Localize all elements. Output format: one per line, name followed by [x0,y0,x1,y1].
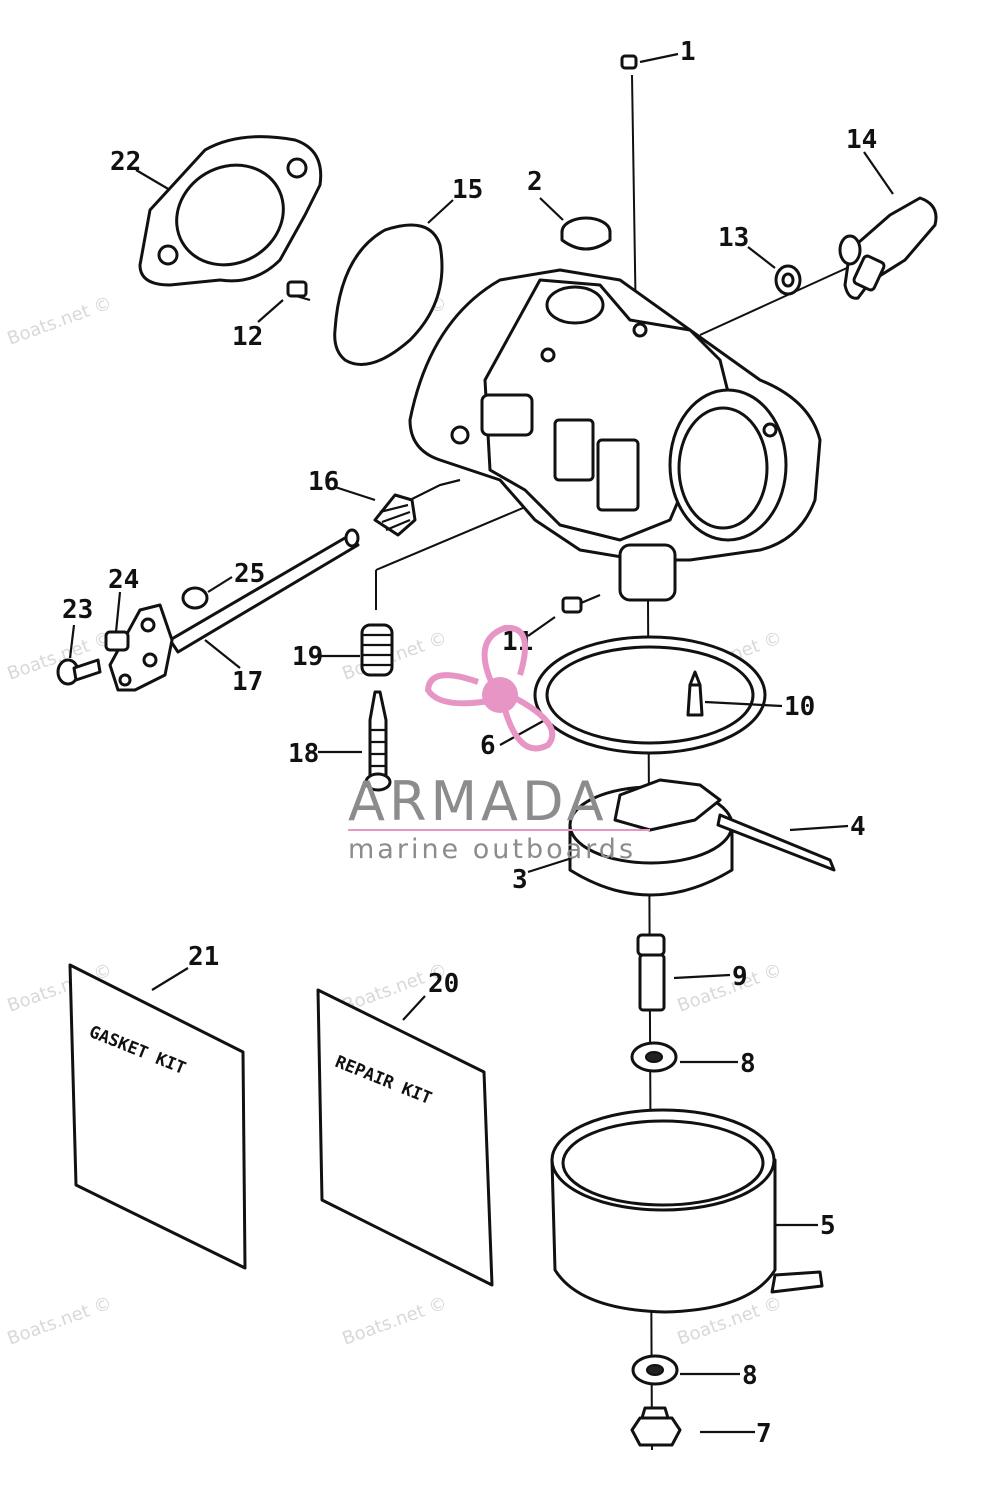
callout-15: 15 [452,175,483,205]
throttle-lever [108,603,174,692]
callout-8: 8 [740,1049,756,1079]
small-plug [620,54,638,70]
callout-6: 6 [480,731,496,761]
callout-13: 13 [718,223,749,253]
spacer-24 [104,630,130,652]
callout-14: 14 [846,125,877,155]
watermark: Boats.net © [340,1292,450,1349]
watermark: Boats.net © [5,292,115,349]
float-pin [716,813,836,872]
washer-8-lower [631,1354,679,1386]
repair-kit: REPAIR KIT [316,988,494,1287]
watermark: Boats.net © [5,1292,115,1349]
screw-12 [286,280,311,302]
callout-20: 20 [428,969,459,999]
callout-labels: 1 2 3 4 5 6 7 8 8 9 10 11 12 13 14 15 16… [62,37,877,1449]
callout-7: 7 [756,1419,772,1449]
needle-spring [360,623,394,677]
callout-1: 1 [680,37,696,67]
main-jet [636,933,666,1012]
callout-25: 25 [234,559,265,589]
brand-logo: ARMADA marine outboards [348,624,650,865]
float-bowl [550,1108,824,1314]
idle-mixture-needle [364,690,392,792]
screw-23 [56,658,102,686]
float [568,778,734,897]
welch-plug [560,216,612,251]
callout-12: 12 [232,322,263,352]
callout-leaders [68,52,894,1434]
screw-11 [561,593,601,614]
inlet-needle [686,670,704,717]
flange-gasket [138,135,323,287]
callout-24: 24 [108,565,139,595]
drain-plug [630,1406,682,1447]
callout-18: 18 [288,739,319,769]
callout-4: 4 [850,812,866,842]
brand-name: ARMADA [348,770,608,833]
bowl-gasket [533,635,767,755]
watermark: Boats.net © [675,959,785,1016]
callout-21: 21 [188,942,219,972]
brand-tagline: marine outboards [348,834,636,865]
callout-9: 9 [732,962,748,992]
callout-17: 17 [232,667,263,697]
fuel-fitting [838,196,938,300]
callout-22: 22 [110,147,141,177]
callout-23: 23 [62,595,93,625]
washer-13 [774,264,802,296]
throttle-spring [373,478,461,537]
callout-19: 19 [292,642,323,672]
gasket-kit: GASKET KIT [68,963,247,1270]
callout-16: 16 [308,467,339,497]
callout-3: 3 [512,865,528,895]
washer-8-upper [630,1041,678,1073]
callout-2: 2 [527,167,543,197]
callout-8-lower: 8 [742,1361,758,1391]
throttle-shaft [168,528,360,654]
callout-5: 5 [820,1211,836,1241]
nut-25 [181,586,209,610]
cover-plate [333,223,444,366]
callout-10: 10 [784,692,815,722]
propeller-icon [424,624,556,752]
carburetor-body [408,268,822,602]
